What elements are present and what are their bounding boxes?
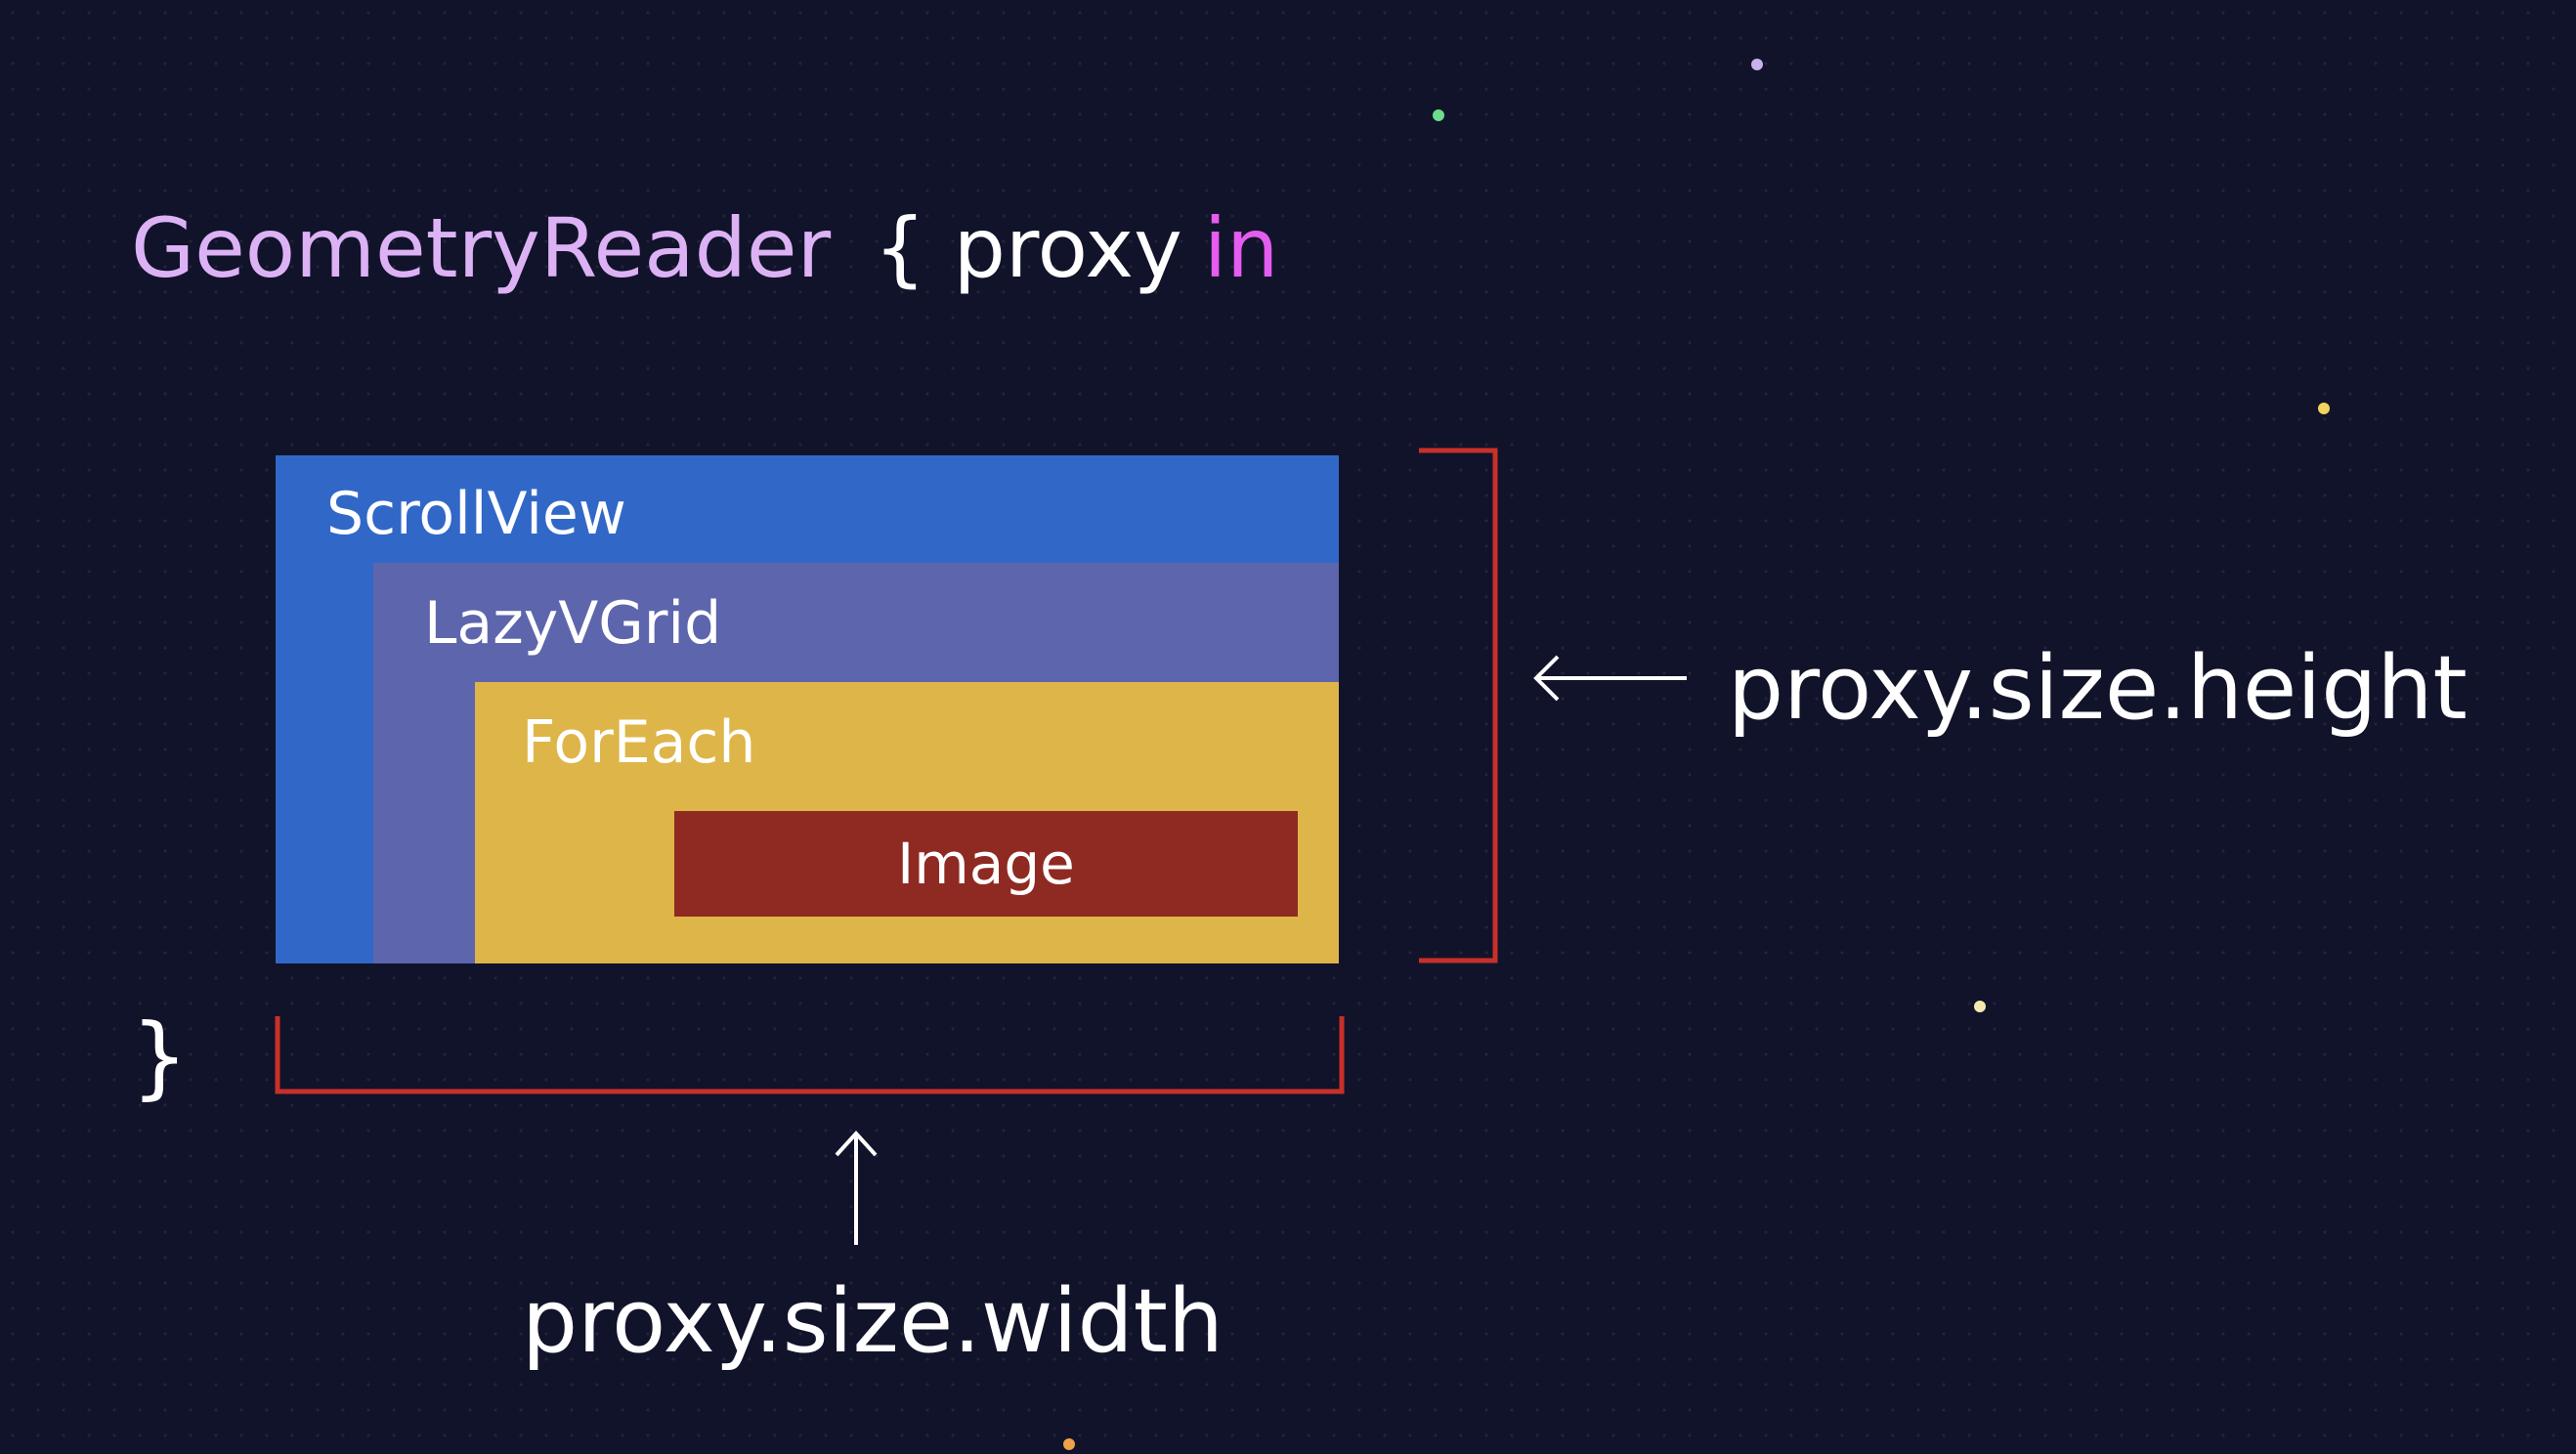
decor-dot-yellow	[2318, 403, 2330, 414]
image-box: Image	[674, 811, 1298, 917]
width-label: proxy.size.width	[522, 1270, 1224, 1373]
image-label: Image	[897, 831, 1075, 897]
decor-dot-violet	[1751, 59, 1763, 70]
left-arrow-icon	[1533, 655, 1687, 702]
decor-dot-orange	[1063, 1438, 1075, 1450]
height-bracket	[1419, 448, 1498, 963]
type-name: GeometryReader	[131, 200, 832, 296]
close-brace: }	[131, 1005, 189, 1109]
width-bracket	[275, 1016, 1345, 1094]
decor-dot-green	[1433, 109, 1444, 121]
open-brace: {	[874, 200, 926, 296]
up-arrow-icon	[835, 1131, 878, 1245]
closure-param: proxy	[953, 200, 1182, 296]
foreach-label: ForEach	[522, 708, 756, 777]
decor-dot-cream	[1974, 1001, 1986, 1012]
scrollview-label: ScrollView	[326, 480, 626, 548]
lazyvgrid-label: LazyVGrid	[424, 589, 722, 658]
height-label: proxy.size.height	[1728, 637, 2468, 740]
in-keyword: in	[1203, 200, 1279, 296]
